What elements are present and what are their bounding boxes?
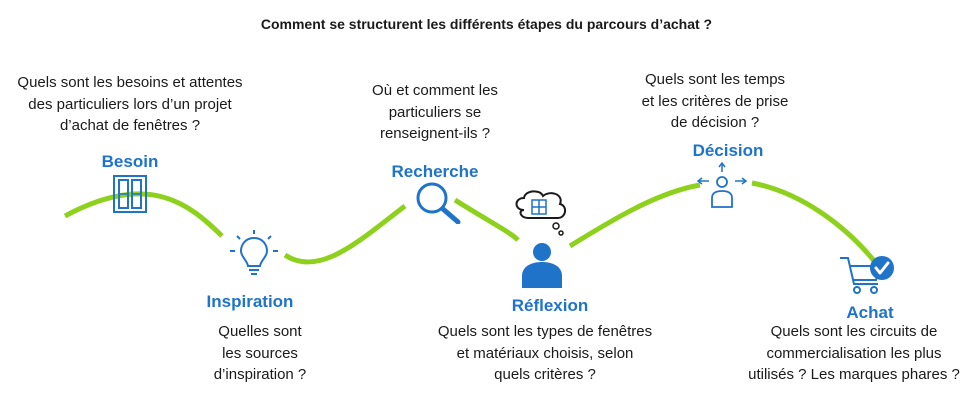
recherche-question-line: renseignent-ils ? (379, 125, 491, 142)
achat-label: Achat (846, 303, 894, 322)
decision-person-icon (696, 162, 748, 208)
achat-question: Quels sont les circuits de commercialisa… (735, 321, 973, 386)
magnifier-icon (416, 182, 461, 224)
reflexion-question: Quels sont les types de fenêtres et maté… (400, 321, 690, 386)
inspiration-label: Inspiration (206, 292, 294, 311)
recherche-question: Où et comment les particuliers se rensei… (345, 80, 525, 145)
inspiration-question-line: les sources (222, 344, 298, 362)
besoin-question: Quels sont les besoins et attentes des p… (0, 72, 260, 137)
decision-question-line: et les critères de prise (641, 92, 789, 110)
besoin-question-line: des particuliers lors d’un projet (28, 95, 232, 113)
reflexion-question-line: et matériaux choisis, selon (456, 344, 634, 362)
reflexion-label: Réflexion (511, 296, 589, 315)
recherche-question-line: particuliers se (388, 103, 482, 121)
besoin-question-line: Quels sont les besoins et attentes (17, 74, 243, 91)
reflexion-question-line: Quels sont les types de fenêtres (437, 323, 653, 340)
inspiration-question: Quelles sont les sources d’inspiration ? (190, 321, 330, 386)
achat-question-line: commercialisation les plus (766, 344, 942, 362)
besoin-question-line: d’achat de fenêtres ? (59, 117, 201, 134)
inspiration-question-line: d’inspiration ? (213, 366, 307, 383)
recherche-label: Recherche (391, 162, 479, 181)
besoin-label: Besoin (101, 152, 159, 171)
thinking-person-icon (515, 190, 566, 288)
lightbulb-icon (230, 230, 278, 275)
cart-check-icon (840, 256, 894, 294)
decision-question-line: de décision ? (670, 114, 760, 131)
reflexion-question-line: quels critères ? (494, 366, 596, 383)
diagram-title: Comment se structurent les différents ét… (260, 16, 713, 32)
decision-label: Décision (692, 141, 764, 160)
journey-path (63, 180, 877, 265)
decision-question-line: Quels sont les temps (644, 71, 786, 88)
door-icon (113, 175, 147, 213)
achat-question-line: Quels sont les circuits de (770, 323, 938, 340)
inspiration-question-line: Quelles sont (218, 323, 302, 340)
recherche-question-line: Où et comment les (372, 82, 498, 99)
decision-question: Quels sont les temps et les critères de … (615, 69, 815, 134)
achat-question-line: utilisés ? Les marques phares ? (748, 366, 960, 383)
